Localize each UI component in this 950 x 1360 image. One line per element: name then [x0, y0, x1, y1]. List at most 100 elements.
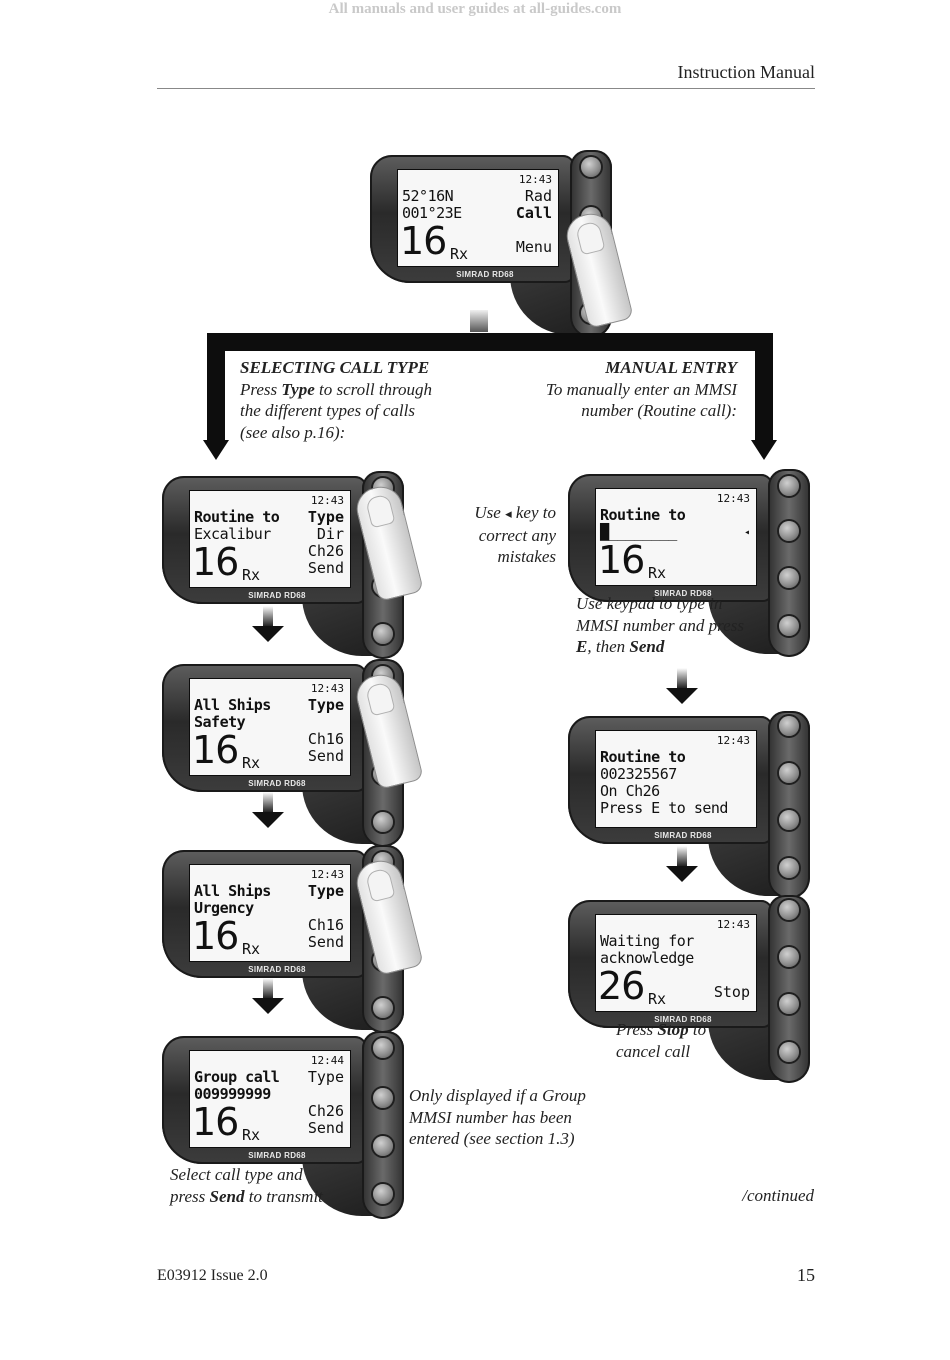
caption-line: mistakes: [497, 547, 556, 566]
soft-key-3[interactable]: [779, 810, 799, 830]
left-device-group: 12:44 Group call 009999999 16 Rx Type Ch…: [162, 1031, 412, 1219]
watermark-text: All manuals and user guides at all-guide…: [328, 1, 622, 17]
screen-line-2: Safety: [194, 713, 246, 731]
screen-line-1: All Ships: [194, 882, 271, 900]
lcd-screen: 12:43 Routine to Excalibur 16 Rx Type Di…: [189, 490, 351, 588]
brand-label: SIMRAD RD68: [654, 1015, 712, 1024]
left-device-routine: 12:43 Routine to Excalibur 16 Rx Type Di…: [162, 471, 424, 659]
top-radio-device: 12:43 52°16N 001°23E 16 Rx Rad Call Menu…: [370, 150, 634, 338]
caption-line: E, then Send: [576, 636, 796, 658]
screen-time: 12:43: [310, 682, 344, 695]
screen-rx: Rx: [648, 564, 667, 582]
screen-rx: Rx: [242, 566, 261, 584]
caption-line: Use ◂ key to: [430, 502, 556, 525]
soft-key-4[interactable]: [373, 998, 393, 1018]
screen-line-1: Routine to: [194, 508, 280, 526]
screen-time: 12:43: [310, 494, 344, 507]
screen-time: 12:43: [716, 734, 750, 747]
caption-line: MMSI number and press: [576, 615, 744, 635]
screen-line-2: acknowledge: [600, 949, 694, 967]
screen-line-1: Routine to: [600, 506, 686, 524]
softkey-label-4: Send: [307, 747, 344, 765]
send-keyword: Send: [209, 1186, 245, 1206]
soft-key-2[interactable]: [779, 521, 799, 541]
caption-line: cancel call: [616, 1041, 691, 1061]
softkey-label-1: Type: [307, 696, 344, 714]
left-device-urgency: 12:43 All Ships Urgency 16 Rx Type Ch16 …: [162, 845, 424, 1033]
softkey-label-3: Menu: [515, 238, 552, 256]
caption-line: Only displayed if a Group: [409, 1086, 586, 1105]
screen-line-1: Routine to: [600, 748, 686, 766]
right-branch-line2: number (Routine call):: [581, 401, 737, 420]
soft-key-2[interactable]: [779, 947, 799, 967]
branch-right-leg: [755, 333, 773, 441]
screen-line-4: Press E to send: [600, 799, 728, 817]
brand-label: SIMRAD RD68: [456, 270, 514, 279]
screen-channel: 16: [192, 914, 239, 958]
screen-line-2: Excalibur: [194, 525, 271, 543]
soft-key-1[interactable]: [779, 716, 799, 736]
text-part: press: [170, 1186, 210, 1206]
softkey-label-3: Ch26: [307, 542, 344, 560]
caption-keypad: Use keypad to type in MMSI number and pr…: [576, 593, 796, 658]
screen-lat: 52°16N: [402, 187, 454, 205]
caption-line: Press Stop to: [616, 1019, 796, 1041]
header-rule: [157, 88, 815, 89]
right-arrowhead-icon: [751, 440, 777, 460]
down-arrow-icon: [666, 668, 698, 708]
lcd-screen: 12:43 All Ships Safety 16 Rx Type Ch16 S…: [189, 678, 351, 776]
soft-key-4[interactable]: [779, 1042, 799, 1062]
soft-key-4[interactable]: [779, 858, 799, 878]
screen-time: 12:43: [716, 918, 750, 931]
screen-line-1: Waiting for: [600, 932, 694, 950]
down-arrow-icon: [666, 846, 698, 886]
stop-keyword: Stop: [657, 1020, 689, 1039]
soft-key-1[interactable]: [779, 476, 799, 496]
lcd-screen: 12:43 Waiting for acknowledge 26 Rx Stop: [595, 914, 757, 1012]
lcd-screen: 12:44 Group call 009999999 16 Rx Type Ch…: [189, 1050, 351, 1148]
text-part: to: [688, 1020, 707, 1039]
screen-channel: 16: [192, 540, 239, 584]
left-branch-line1: Press Type to scroll through: [240, 379, 500, 401]
page-number: 15: [797, 1265, 815, 1285]
soft-key-2[interactable]: [373, 1088, 393, 1108]
soft-key-4[interactable]: [373, 812, 393, 832]
softkey-label-3: Ch16: [307, 916, 344, 934]
screen-channel: 16: [192, 1100, 239, 1144]
soft-key-1[interactable]: [373, 1038, 393, 1058]
screen-channel: 26: [598, 964, 645, 1008]
left-arrowhead-icon: [203, 440, 229, 460]
screen-line-2: 009999999: [194, 1085, 271, 1103]
left-branch-heading: SELECTING CALL TYPE: [240, 358, 430, 377]
screen-line-1: All Ships: [194, 696, 271, 714]
softkey-label-1: Type: [307, 508, 344, 526]
caption-stop: Press Stop to cancel call: [616, 1019, 796, 1062]
softkey-label-2: Call: [515, 204, 552, 222]
soft-key-4[interactable]: [373, 624, 393, 644]
soft-key-1[interactable]: [779, 900, 799, 920]
caption-correct-key: Use ◂ key to correct any mistakes: [430, 502, 556, 568]
soft-key-3[interactable]: [373, 1136, 393, 1156]
softkey-label-4: Stop: [713, 983, 750, 1001]
soft-key-3[interactable]: [779, 568, 799, 588]
footer-doc-id: E03912 Issue 2.0: [157, 1267, 268, 1284]
brand-label: SIMRAD RD68: [248, 965, 306, 974]
caption-line: press Send to transmit: [170, 1186, 390, 1208]
screen-lon: 001°23E: [402, 204, 462, 222]
lcd-screen: 12:43 Routine to █________ 16 Rx ◂: [595, 488, 757, 586]
left-branch-text: SELECTING CALL TYPE Press Type to scroll…: [240, 357, 500, 443]
caption-line: Use keypad to type in: [576, 594, 723, 613]
screen-time: 12:44: [310, 1054, 344, 1067]
soft-key-2[interactable]: [779, 763, 799, 783]
screen-channel: 16: [192, 728, 239, 772]
softkey-label-2: Dir: [316, 525, 344, 543]
caption-group: Only displayed if a Group MMSI number ha…: [409, 1085, 629, 1150]
soft-key-4[interactable]: [779, 616, 799, 636]
down-arrow-icon: [252, 978, 284, 1018]
screen-time: 12:43: [518, 173, 552, 186]
soft-key-4[interactable]: [373, 1184, 393, 1204]
soft-key-3[interactable]: [779, 994, 799, 1014]
e-key-keyword: E: [576, 637, 588, 656]
type-keyword: Type: [281, 379, 315, 399]
soft-key-1[interactable]: [581, 157, 601, 177]
